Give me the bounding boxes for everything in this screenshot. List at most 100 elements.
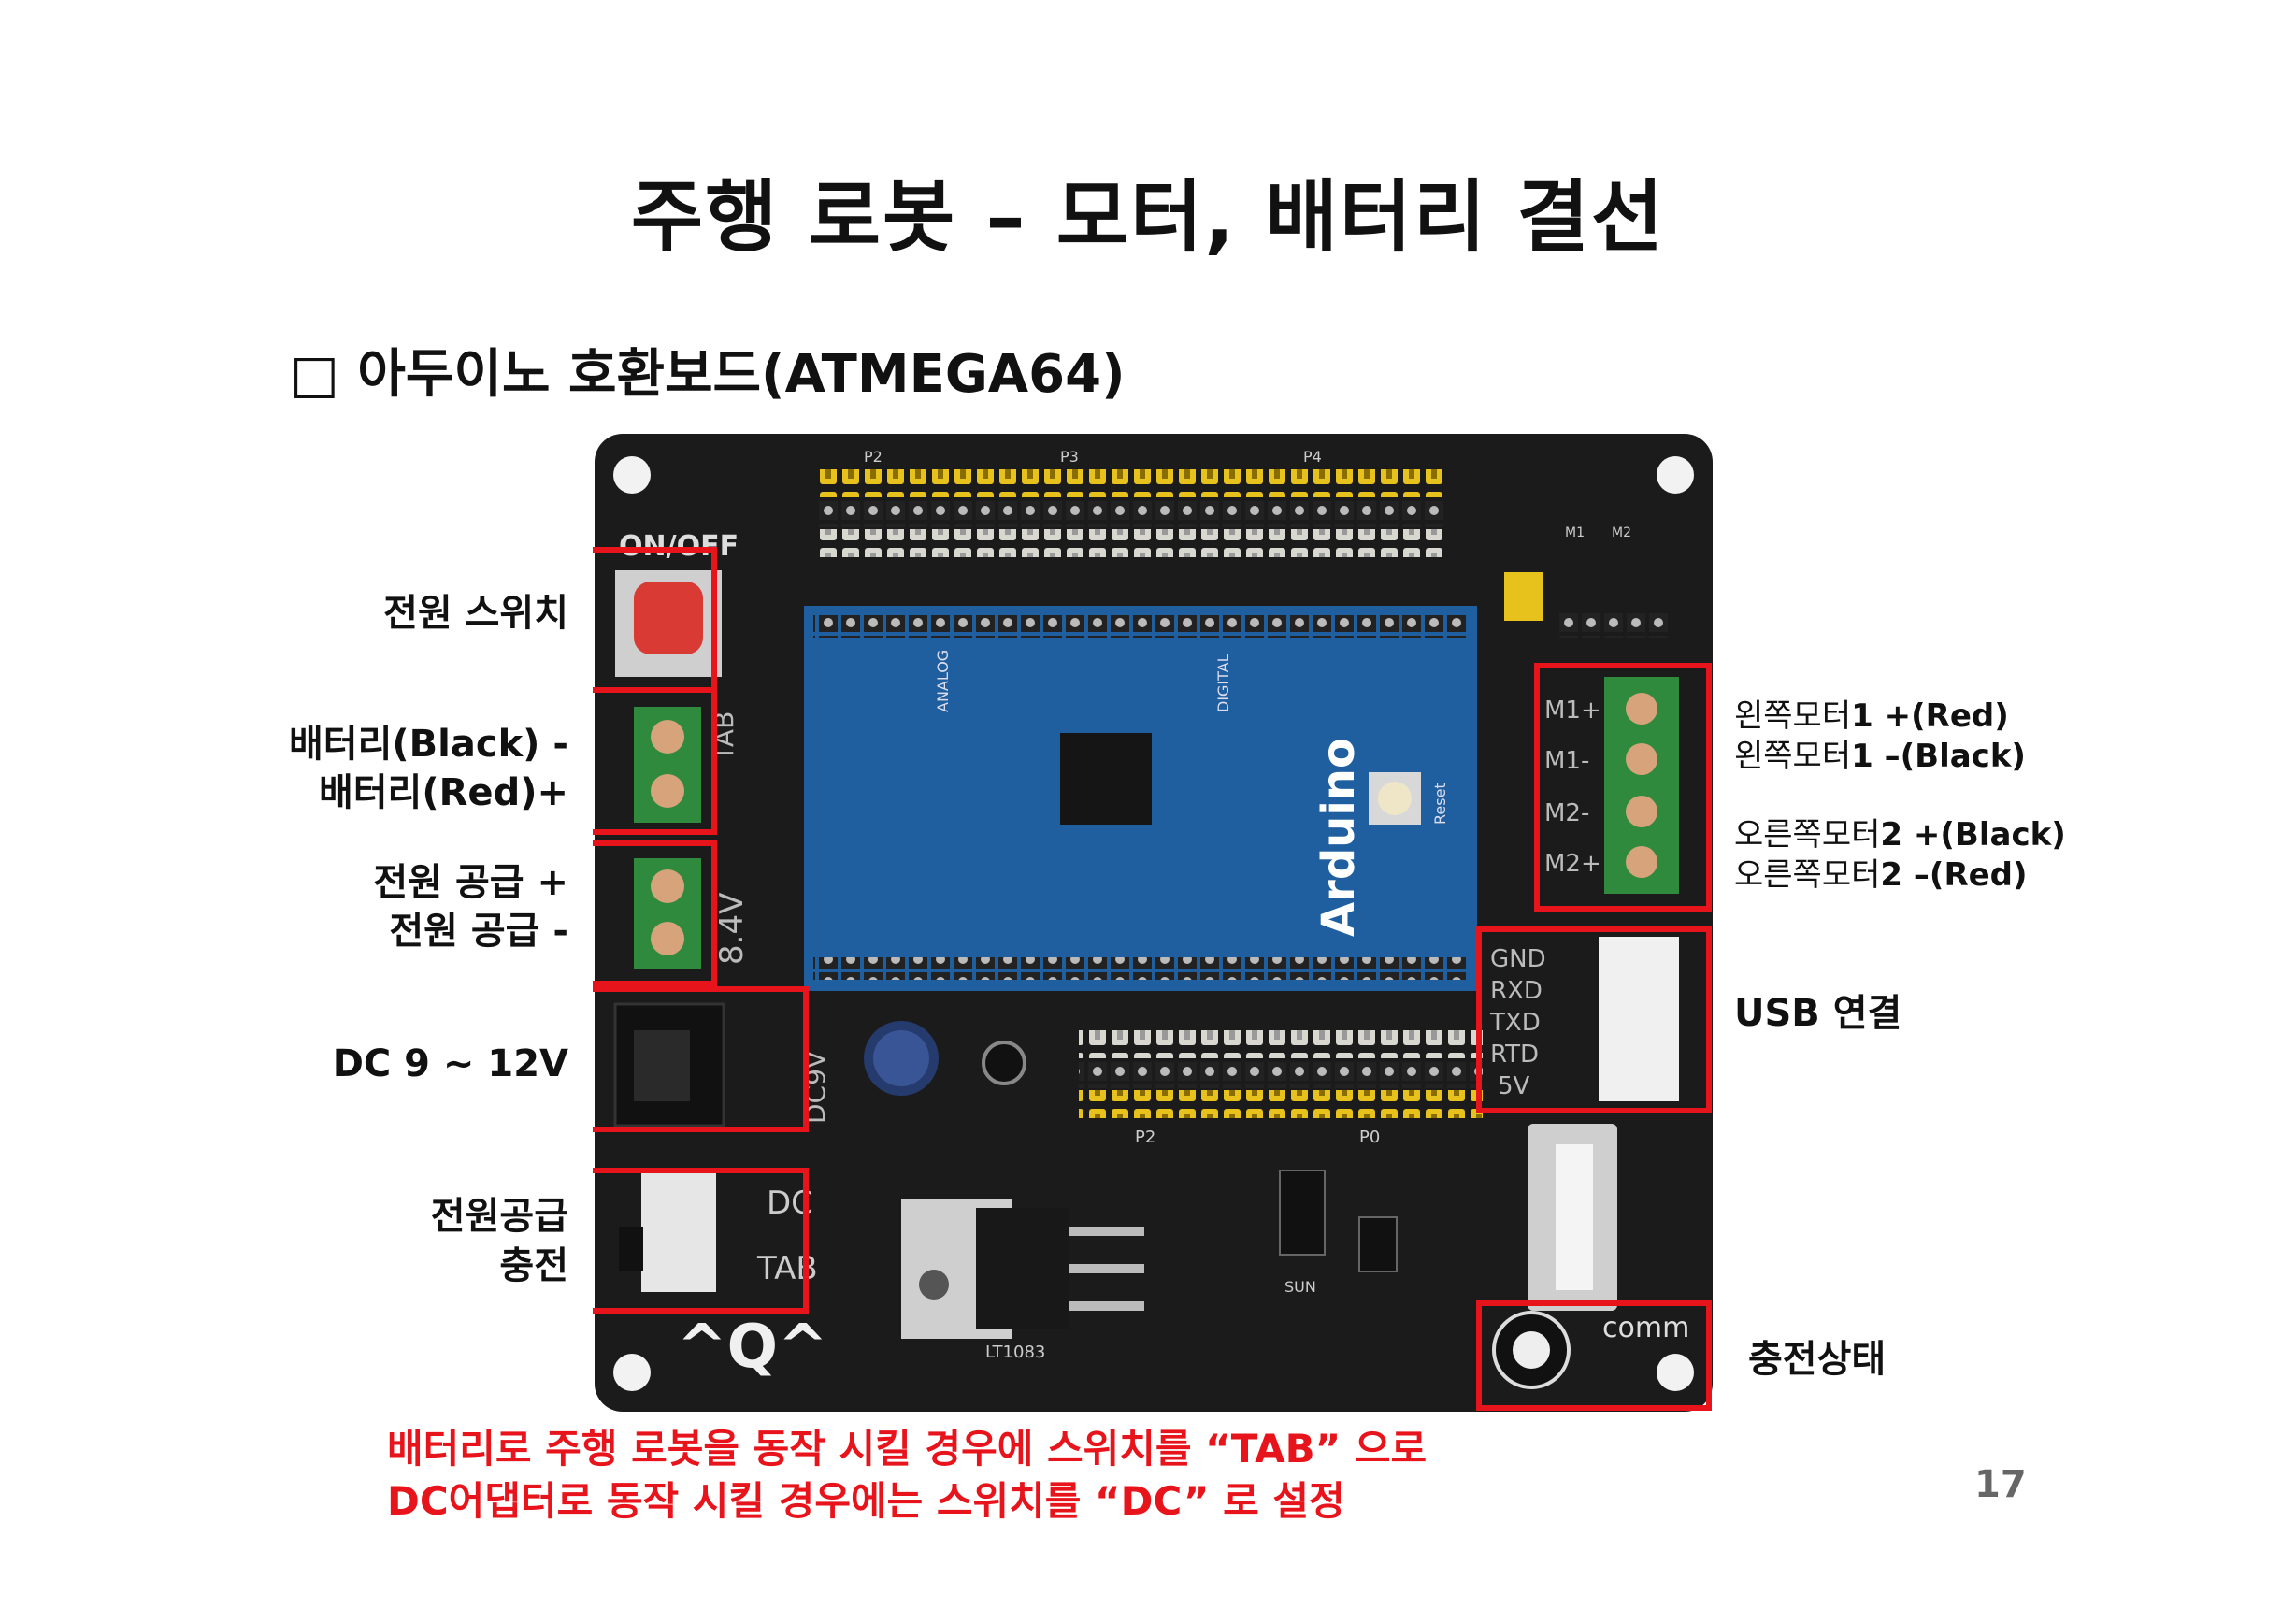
silk-p3: P3	[1060, 448, 1079, 466]
label-right-motor-plus: 오른쪽모터2 +(Black)	[1734, 815, 2066, 855]
silk-m2: M2	[1612, 525, 1631, 540]
highlight-motor	[1534, 663, 1712, 912]
header-bottom-yellow	[1079, 1090, 1483, 1118]
silk-p2-bottom: P2	[1135, 1127, 1155, 1147]
serial-connector	[1599, 937, 1679, 1101]
regulator-body	[976, 1208, 1069, 1329]
arduino-header-bottom	[813, 957, 1468, 980]
usb-port-inner	[1556, 1144, 1593, 1290]
label-right-motor-minus: 오른쪽모터2 –(Red)	[1734, 855, 2028, 895]
supply-terminal-screw-2	[651, 922, 684, 955]
silk-analog: ANALOG	[934, 650, 952, 712]
page-number: 17	[1974, 1463, 2027, 1506]
motor-terminal-screw-4	[1626, 846, 1657, 878]
label-left-motor-plus-prefix: 왼쪽모터	[1734, 697, 1852, 735]
silk-arduino: Arduino	[1313, 738, 1365, 937]
q-logo: ^Q^	[677, 1313, 828, 1382]
label-left-motor-minus-suffix: 1 –(Black)	[1851, 738, 2026, 775]
regulator-leg-1	[1069, 1227, 1144, 1236]
label-supply-charge: 전원공급	[430, 1195, 568, 1238]
mounting-hole-br	[1657, 1354, 1694, 1391]
arduino-board-photo: P2 P3 P4 M1 M2 ON/OFF TAB 8.4V DC9V DC T…	[593, 434, 1713, 1412]
silk-rtd: RTD	[1490, 1041, 1539, 1069]
label-left-motor-minus: 왼쪽모터1 –(Black)	[1734, 737, 2026, 776]
label-charge: 충전	[499, 1244, 568, 1287]
label-left-motor-minus-prefix: 왼쪽모터	[1734, 738, 1852, 775]
header-top-middle	[817, 499, 1445, 527]
capacitor-small	[982, 1041, 1026, 1085]
battery-terminal-screw-1	[651, 720, 684, 754]
highlight-usb	[1476, 926, 1712, 1113]
motor-pin-header	[1556, 610, 1668, 638]
silk-comm: comm	[1602, 1312, 1689, 1344]
slide-switch-knob	[619, 1227, 643, 1271]
highlight-supply	[593, 840, 717, 986]
usage-note-line-2: DC어댑터로 동작 시킬 경우에는 스위치를 “DC” 로 설정	[387, 1478, 1345, 1524]
switch-button	[634, 582, 703, 654]
label-power-switch: 전원 스위치	[383, 592, 568, 635]
silk-digital: DIGITAL	[1214, 654, 1232, 712]
label-left-motor-plus: 왼쪽모터1 +(Red)	[1734, 697, 2009, 736]
slide-subtitle: □ 아두이노 호환보드(ATMEGA64)	[290, 344, 1126, 405]
mounting-hole-tl	[613, 456, 651, 494]
highlight-battery	[593, 687, 717, 835]
silk-p0: P0	[1359, 1127, 1380, 1147]
usage-note-line-1: 배터리로 주행 로봇을 동작 시킬 경우에 스위치를 “TAB” 으로	[387, 1426, 1428, 1472]
mounting-hole-bl	[613, 1354, 651, 1391]
regulator-leg-3	[1069, 1301, 1144, 1311]
motor-terminal-screw-2	[1626, 743, 1657, 775]
label-right-motor-minus-suffix: 2 –(Red)	[1880, 856, 2028, 894]
battery-terminal-screw-2	[651, 774, 684, 808]
silk-p2: P2	[864, 448, 883, 466]
silk-p4: P4	[1303, 448, 1322, 466]
label-power-supply-plus: 전원 공급 +	[373, 861, 568, 904]
motor-terminal-screw-3	[1626, 796, 1657, 827]
header-top-yellow	[817, 469, 1445, 497]
highlight-charge-status	[1476, 1300, 1712, 1411]
silk-m2p: M2+	[1544, 850, 1601, 878]
header-bottom-white	[1079, 1030, 1483, 1058]
label-battery-plus: 배터리(Red)+	[318, 771, 568, 814]
silk-m1m: M1-	[1544, 747, 1589, 775]
label-right-motor-plus-suffix: 2 +(Black)	[1880, 816, 2066, 854]
label-usb: USB 연결	[1734, 992, 1902, 1035]
supply-terminal-screw-1	[651, 869, 684, 903]
label-dc-input: DC 9 ~ 12V	[332, 1042, 568, 1085]
highlight-slide-switch	[593, 1168, 809, 1314]
silk-onoff: ON/OFF	[619, 530, 739, 563]
arduino-mcu-chip	[1060, 733, 1152, 825]
charge-led-center	[1513, 1331, 1550, 1369]
jumper-block	[1504, 572, 1543, 621]
silk-rxd: RXD	[1490, 977, 1543, 1005]
silk-84v: 8.4V	[713, 893, 751, 965]
label-right-motor-minus-prefix: 오른쪽모터	[1734, 856, 1881, 894]
label-left-motor-plus-suffix: 1 +(Red)	[1851, 697, 2009, 735]
silk-lt1083: LT1083	[985, 1343, 1045, 1362]
regulator-leg-2	[1069, 1264, 1144, 1273]
slide-title: 주행 로봇 – 모터, 배터리 결선	[630, 171, 1666, 263]
ic-small-1	[1279, 1170, 1326, 1256]
ic-small-2	[1358, 1216, 1398, 1272]
silk-m2m: M2-	[1544, 799, 1589, 827]
silk-reset: Reset	[1431, 783, 1449, 825]
silk-m1: M1	[1565, 525, 1585, 540]
header-top-white	[817, 529, 1445, 557]
motor-terminal-screw-1	[1626, 693, 1657, 725]
silk-m1p: M1+	[1544, 697, 1601, 725]
label-right-motor-plus-prefix: 오른쪽모터	[1734, 816, 1881, 854]
silk-txd: TXD	[1489, 1009, 1541, 1037]
label-battery-minus: 배터리(Black) -	[289, 723, 568, 766]
silk-5v: 5V	[1498, 1072, 1530, 1100]
mounting-hole-tr	[1657, 456, 1694, 494]
regulator-hole	[919, 1270, 949, 1300]
silk-sun: SUN	[1284, 1278, 1316, 1296]
dc-jack-inner	[634, 1030, 690, 1101]
label-charge-status: 충전상태	[1748, 1338, 1887, 1381]
arduino-header-top	[813, 615, 1468, 638]
arduino-reset-button-cap	[1378, 782, 1412, 815]
usage-note: 배터리로 주행 로봇을 동작 시킬 경우에 스위치를 “TAB” 으로 DC어댑…	[387, 1423, 1427, 1528]
header-bottom-middle	[1079, 1060, 1483, 1088]
label-power-supply-minus: 전원 공급 -	[389, 910, 568, 953]
slide-switch	[641, 1171, 716, 1292]
capacitor-large-top	[873, 1030, 929, 1086]
